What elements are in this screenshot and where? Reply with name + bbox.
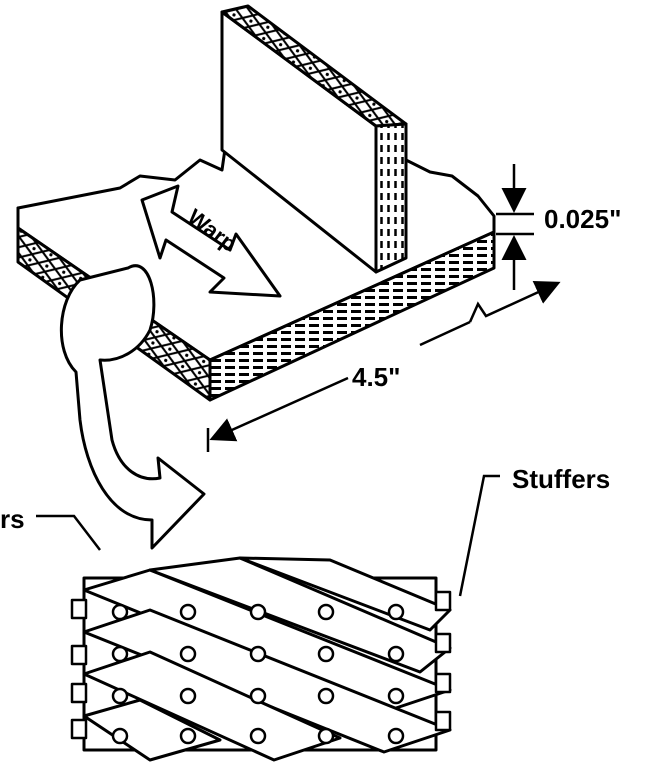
stuffers-label: Stuffers (512, 464, 610, 494)
stiffener-end-edge (374, 122, 408, 274)
length-label: 4.5" (352, 362, 400, 392)
thickness-label: 0.025" (544, 204, 621, 234)
detail-callout (59, 264, 206, 550)
weaver-yarns (82, 556, 452, 762)
stuffer-ends (111, 603, 405, 745)
weave-detail (70, 556, 452, 762)
fillers-leader (36, 514, 101, 551)
filler-tabs-left (70, 598, 88, 740)
length-dimension (206, 280, 561, 452)
stuffers-leader (458, 474, 500, 597)
thickness-dimension (496, 164, 534, 290)
skin-front-layered-edge (208, 230, 496, 402)
filler-tabs-right (434, 590, 452, 732)
fillers-label-partial: rs (0, 504, 25, 534)
